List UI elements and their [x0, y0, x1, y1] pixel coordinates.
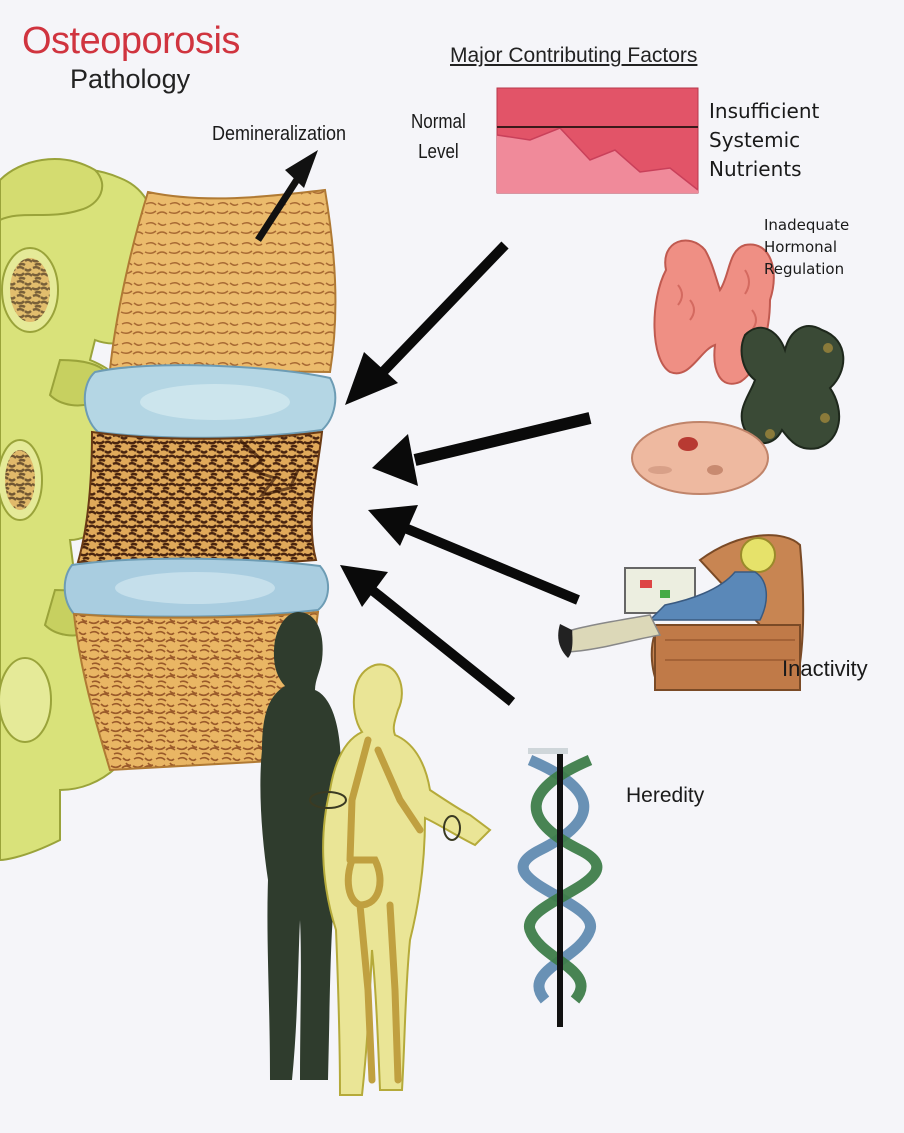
- normal-level-line-2: Level: [411, 137, 466, 167]
- inactivity-label: Inactivity: [782, 656, 868, 682]
- middle-vertebra: [78, 432, 322, 565]
- dna-helix: [523, 748, 597, 1027]
- heredity-label: Heredity: [626, 784, 704, 808]
- nutrient-level-graphic: [497, 88, 698, 193]
- nutrients-label: Insufficient Systemic Nutrients: [709, 97, 819, 184]
- normal-level-line-1: Normal: [411, 107, 466, 137]
- normal-level-label: Normal Level: [411, 107, 466, 167]
- subtitle: Pathology: [70, 64, 190, 95]
- upper-vertebra: [110, 190, 335, 372]
- hormonal-line-2: Hormonal: [764, 236, 849, 258]
- arrow-nutrients: [345, 245, 505, 405]
- factor-arrows: [340, 245, 590, 702]
- nutrients-line-1: Insufficient: [709, 97, 819, 126]
- title: Osteoporosis: [22, 20, 240, 63]
- demineralization-label: Demineralization: [212, 123, 346, 146]
- arrow-hormonal: [372, 418, 590, 486]
- inactivity-illustration: [558, 535, 803, 690]
- arrow-inactivity: [368, 505, 578, 600]
- human-figures: [260, 612, 490, 1095]
- nutrients-line-2: Systemic: [709, 126, 819, 155]
- hormonal-line-3: Regulation: [764, 258, 849, 280]
- nutrients-line-3: Nutrients: [709, 155, 819, 184]
- hormonal-line-1: Inadequate: [764, 214, 849, 236]
- hormonal-label: Inadequate Hormonal Regulation: [764, 214, 849, 280]
- factors-heading: Major Contributing Factors: [450, 44, 697, 68]
